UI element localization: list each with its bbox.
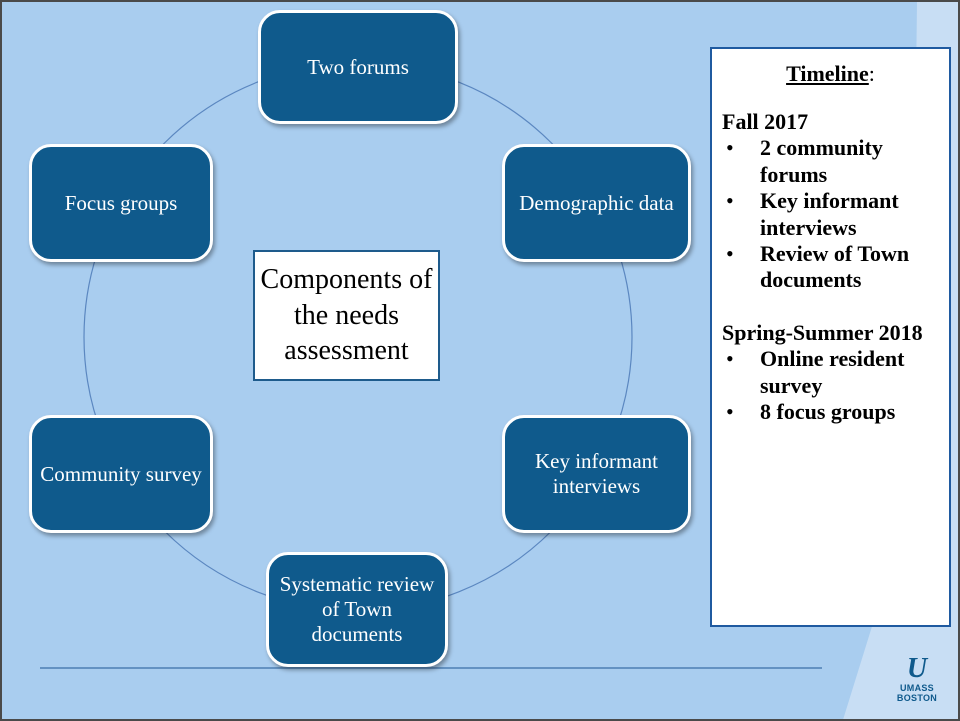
center-title: Components of the needs assessment: [260, 263, 433, 367]
node-label: Key informant interviews: [534, 449, 659, 498]
center-title-box: Components of the needs assessment: [253, 250, 440, 381]
node-label: Focus groups: [64, 190, 178, 215]
bullet-icon: •: [726, 240, 734, 266]
node-key-informant-interviews: Key informant interviews: [502, 415, 691, 533]
timeline-item: • Key informant interviews: [722, 188, 939, 241]
boston-logo-word: BOSTON: [896, 693, 938, 703]
node-community-survey: Community survey: [29, 415, 213, 533]
timeline-item: • Review of Town documents: [722, 241, 939, 294]
timeline-item: • 2 community forums: [722, 135, 939, 188]
timeline-list-spring-summer-2018: • Online resident survey • 8 focus groups: [722, 346, 939, 425]
timeline-item: • Online resident survey: [722, 346, 939, 399]
umass-boston-logo: U UMASS BOSTON: [892, 655, 942, 711]
timeline-section-title: Fall 2017: [722, 109, 809, 134]
bullet-icon: •: [726, 135, 734, 161]
node-label: Community survey: [40, 461, 202, 486]
timeline-item-text: Review of Town documents: [760, 240, 910, 293]
bullet-icon: •: [726, 398, 734, 424]
timeline-item-text: 2 community forums: [760, 135, 883, 187]
timeline-heading-text: Timeline: [786, 61, 869, 86]
umass-logo-word: UMASS: [899, 683, 934, 693]
node-focus-groups: Focus groups: [29, 144, 213, 262]
timeline-item-text: 8 focus groups: [760, 398, 896, 424]
timeline-heading: Timeline:: [722, 61, 939, 87]
umass-logo-mark: U: [906, 653, 928, 684]
node-two-forums: Two forums: [258, 10, 458, 124]
node-demographic-data: Demographic data: [502, 144, 691, 262]
bullet-icon: •: [726, 346, 734, 372]
timeline-panel: Timeline: Fall 2017 • 2 community forums …: [710, 47, 951, 627]
timeline-heading-colon: :: [868, 61, 875, 86]
timeline-list-fall-2017: • 2 community forums • Key informant inter…: [722, 135, 939, 293]
node-label: Systematic review of Town documents: [279, 572, 435, 646]
node-label: Demographic data: [519, 190, 674, 215]
bullet-icon: •: [726, 188, 734, 214]
node-label: Two forums: [307, 54, 409, 79]
timeline-item-text: Key informant interviews: [760, 188, 899, 240]
timeline-section-title: Spring-Summer 2018: [722, 319, 923, 345]
timeline-item: • 8 focus groups: [722, 399, 939, 425]
node-systematic-review: Systematic review of Town documents: [266, 552, 448, 667]
timeline-item-text: Online resident survey: [760, 346, 905, 398]
